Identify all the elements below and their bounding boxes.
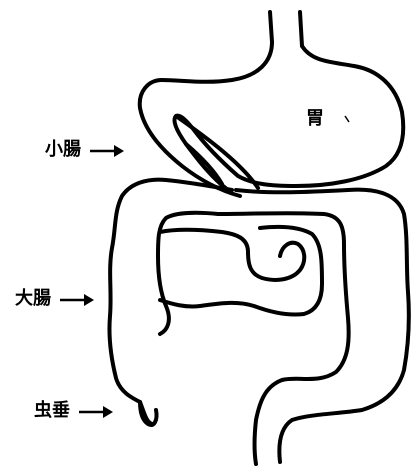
small-intestine-arrow-icon: [90, 143, 124, 159]
stray-mark: [345, 116, 349, 122]
large-intestine-arrow-icon: [60, 292, 94, 308]
appendix-arrow-icon: [79, 404, 113, 420]
stomach-label: 胃: [306, 110, 324, 128]
small-intestine-loops: [160, 227, 322, 315]
appendix-label: 虫垂: [34, 402, 70, 420]
small-intestine-label: 小腸: [45, 141, 81, 159]
duodenum-outline: [176, 116, 258, 188]
esophagus-outline: [270, 12, 302, 46]
large-intestine-label: 大腸: [15, 290, 51, 308]
